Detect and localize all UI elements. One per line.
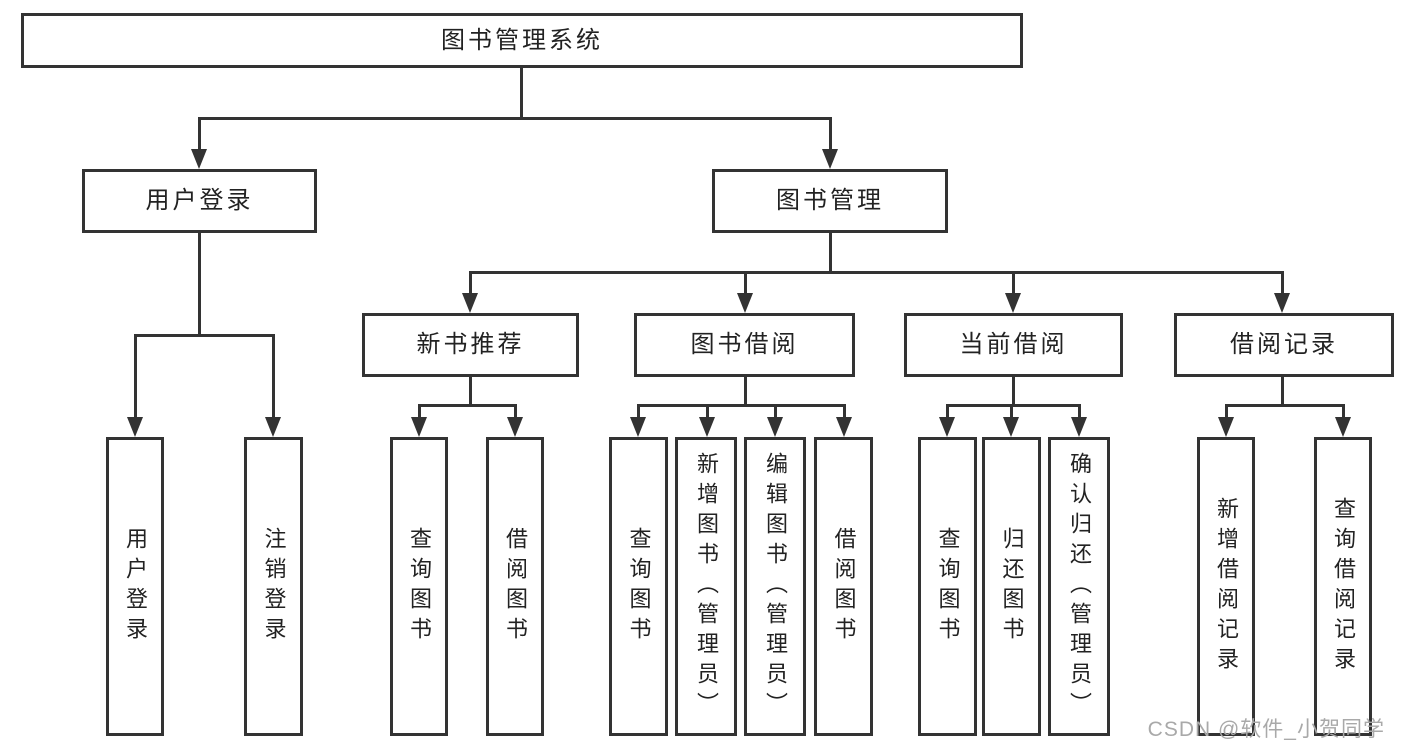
leaf-label: 查询图书 [935, 526, 961, 647]
connector-stem-user-login [198, 233, 201, 335]
leaf-add-borrow-record: 新增借阅记录 [1197, 437, 1255, 736]
leaf-borrow-books-recommend: 借阅图书 [486, 437, 544, 736]
node-library-management-system: 图书管理系统 [21, 13, 1023, 68]
connector-drop-leaf-borrow-books-recommend [514, 405, 517, 419]
arrow-down-icon-user-login [191, 149, 207, 169]
node-label: 当前借阅 [959, 331, 1068, 358]
connector-drop-leaf-edit-books-admin [774, 405, 777, 419]
connector-drop-leaf-user-login [134, 335, 137, 419]
leaf-query-books-recommend: 查询图书 [390, 437, 448, 736]
leaf-add-books-admin: 新增图书（管理员） [675, 437, 737, 736]
connector-drop-book-borrow [744, 272, 747, 295]
connector-stem-borrow-records [1281, 377, 1284, 405]
node-label: 借阅记录 [1230, 331, 1338, 358]
leaf-query-books-current: 查询图书 [918, 437, 977, 736]
leaf-confirm-return-admin: 确认归还（管理员） [1048, 437, 1110, 736]
leaf-label: 查询借阅记录 [1331, 496, 1356, 677]
arrow-down-icon-leaf-confirm-return-admin [1071, 417, 1087, 437]
arrow-down-icon-leaf-query-books-recommend [411, 417, 427, 437]
leaf-label: 新增图书（管理员） [694, 451, 719, 722]
arrow-down-icon-borrow-records [1274, 293, 1290, 313]
connector-drop-leaf-query-books-recommend [418, 405, 421, 419]
node-label: 图书管理系统 [441, 26, 603, 54]
connector-current-borrow-split [946, 404, 1081, 407]
leaf-label: 查询图书 [407, 526, 432, 647]
leaf-logout: 注销登录 [244, 437, 303, 736]
node-label: 图书借阅 [690, 331, 799, 358]
arrow-down-icon-leaf-return-books [1003, 417, 1019, 437]
arrow-down-icon-book-management [822, 149, 838, 169]
connector-drop-book-management [829, 118, 832, 151]
node-user-login: 用户登录 [82, 169, 317, 233]
connector-drop-leaf-return-books [1010, 405, 1013, 419]
node-label: 用户登录 [145, 187, 254, 214]
connector-drop-current-borrow [1012, 272, 1015, 295]
connector-drop-leaf-query-borrow-record [1342, 405, 1345, 419]
arrow-down-icon-leaf-borrow-books-recommend [507, 417, 523, 437]
connector-drop-leaf-query-books-current [946, 405, 949, 419]
connector-stem-current-borrow [1012, 377, 1015, 405]
leaf-return-books: 归还图书 [982, 437, 1041, 736]
arrow-down-icon-leaf-edit-books-admin [767, 417, 783, 437]
connector-drop-leaf-add-books-admin [706, 405, 709, 419]
connector-drop-leaf-logout [272, 335, 275, 419]
node-book-management: 图书管理 [712, 169, 948, 233]
leaf-label: 借阅图书 [503, 526, 528, 647]
node-current-borrow: 当前借阅 [904, 313, 1123, 377]
leaf-edit-books-admin: 编辑图书（管理员） [744, 437, 806, 736]
connector-drop-leaf-query-books-borrow [637, 405, 640, 419]
connector-drop-user-login [198, 118, 201, 151]
node-borrow-records: 借阅记录 [1174, 313, 1394, 377]
arrow-down-icon-leaf-borrow-books [836, 417, 852, 437]
leaf-label: 新增借阅记录 [1214, 496, 1239, 677]
leaf-label: 编辑图书（管理员） [763, 451, 788, 722]
arrow-down-icon-leaf-add-books-admin [699, 417, 715, 437]
connector-stem-new-book-recommend [469, 377, 472, 405]
arrow-down-icon-leaf-query-borrow-record [1335, 417, 1351, 437]
arrow-down-icon-book-borrow [737, 293, 753, 313]
node-new-book-recommend: 新书推荐 [362, 313, 579, 377]
connector-book-borrow-split [637, 404, 846, 407]
leaf-label: 注销登录 [261, 526, 287, 647]
connector-drop-leaf-confirm-return-admin [1078, 405, 1081, 419]
connector-drop-new-book-recommend [469, 272, 472, 295]
connector-stem-root [520, 68, 523, 118]
node-book-borrow: 图书借阅 [634, 313, 855, 377]
connector-stem-book-borrow [744, 377, 747, 405]
leaf-borrow-books: 借阅图书 [814, 437, 873, 736]
arrow-down-icon-new-book-recommend [462, 293, 478, 313]
leaf-label: 查询图书 [626, 526, 652, 647]
connector-user-login-split [134, 334, 275, 337]
leaf-query-borrow-record: 查询借阅记录 [1314, 437, 1372, 736]
leaf-user-login: 用户登录 [106, 437, 164, 736]
node-label: 图书管理 [776, 187, 884, 214]
leaf-label: 借阅图书 [831, 526, 857, 647]
node-label: 新书推荐 [416, 331, 525, 358]
arrow-down-icon-leaf-user-login [127, 417, 143, 437]
leaf-label: 确认归还（管理员） [1067, 451, 1092, 722]
arrow-down-icon-current-borrow [1005, 293, 1021, 313]
csdn-watermark: CSDN @软件_小贺同学 [1147, 718, 1385, 741]
connector-borrow-records-split [1225, 404, 1345, 407]
connector-drop-borrow-records [1281, 272, 1284, 295]
leaf-label: 用户登录 [123, 526, 148, 647]
connector-drop-leaf-add-borrow-record [1225, 405, 1228, 419]
arrow-down-icon-leaf-add-borrow-record [1218, 417, 1234, 437]
connector-book-management-split [469, 271, 1284, 274]
connector-stem-book-management [829, 233, 832, 272]
leaf-query-books-borrow: 查询图书 [609, 437, 668, 736]
connector-root-split [198, 117, 832, 120]
connector-drop-leaf-borrow-books [843, 405, 846, 419]
leaf-label: 归还图书 [999, 526, 1025, 647]
arrow-down-icon-leaf-query-books-borrow [630, 417, 646, 437]
connector-new-book-recommend-split [418, 404, 517, 407]
arrow-down-icon-leaf-query-books-current [939, 417, 955, 437]
arrow-down-icon-leaf-logout [265, 417, 281, 437]
